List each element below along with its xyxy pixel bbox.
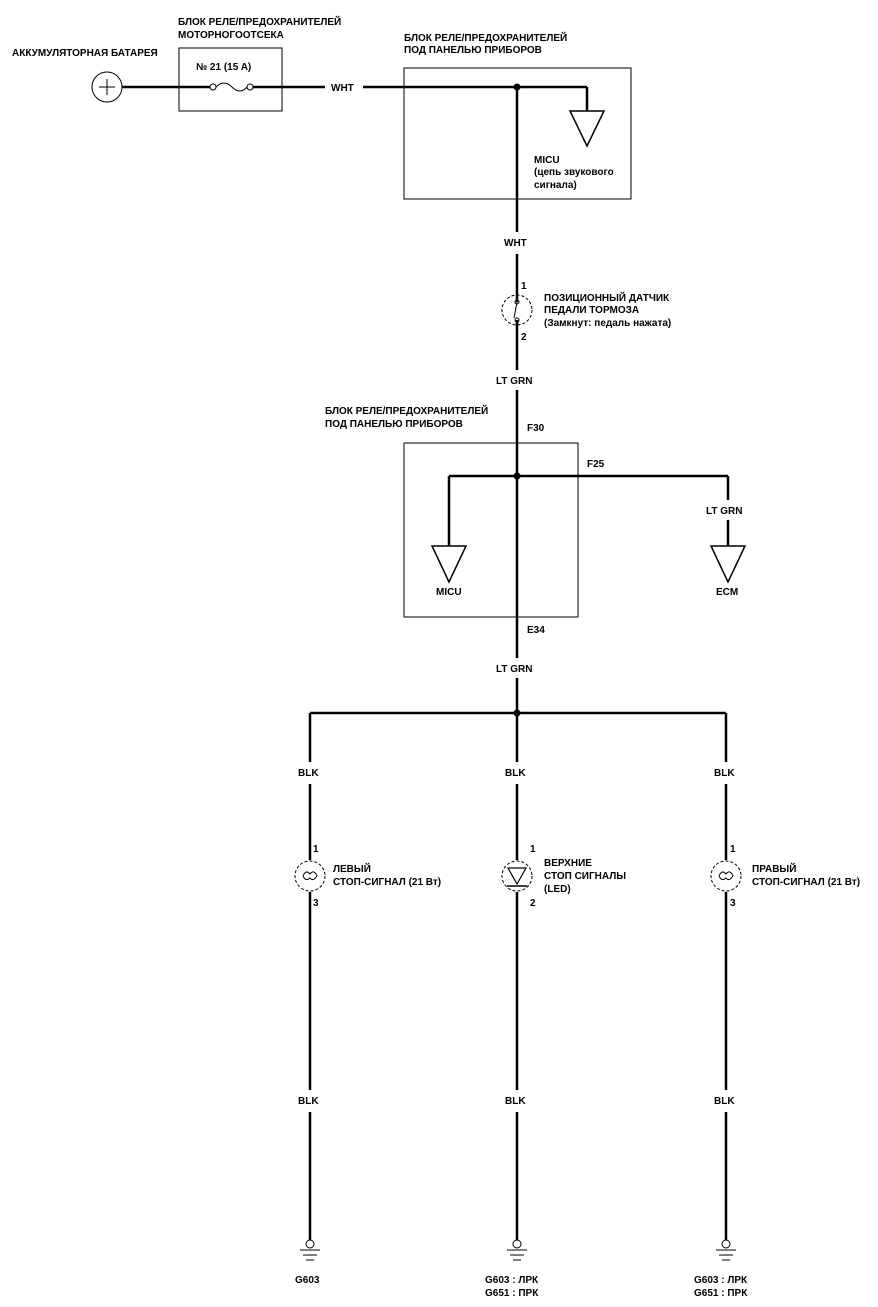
left-lamp-pin-top: 1 (313, 844, 319, 855)
center-lamp-label-line1: ВЕРХНИЕ (544, 858, 592, 869)
center-lamp-label-line3: (LED) (544, 884, 571, 895)
micu-top-desc-line1: (цепь звукового (534, 167, 614, 178)
dash-box-mid-pin-e34: E34 (527, 625, 545, 636)
brake-switch-label-line2: ПЕДАЛИ ТОРМОЗА (544, 305, 639, 316)
dash-box-top-label-line1: БЛОК РЕЛЕ/ПРЕДОХРАНИТЕЛЕЙ (404, 31, 567, 44)
micu-mid-label: MICU (436, 587, 462, 598)
wire-label-blk-right-bottom: BLK (714, 1096, 735, 1107)
battery-symbol (91, 71, 123, 103)
wire-label-ltgrn-1: LT GRN (496, 376, 532, 387)
micu-horn-terminal-triangle (568, 110, 606, 148)
center-lamp-pin-bottom: 2 (530, 898, 536, 909)
left-lamp-label-line1: ЛЕВЫЙ (333, 862, 371, 875)
center-ground-label-line2: G651 : ПРК (485, 1288, 539, 1299)
micu-top-desc-line2: сигнала) (534, 180, 577, 191)
wire-label-ltgrn-2: LT GRN (706, 506, 742, 517)
ecm-terminal-triangle (709, 545, 747, 584)
center-lamp-label-line2: СТОП СИГНАЛЫ (544, 871, 626, 882)
right-lamp-pin-bottom: 3 (730, 898, 736, 909)
right-ground-label-line1: G603 : ЛРК (694, 1275, 748, 1286)
dash-box-mid-label-line1: БЛОК РЕЛЕ/ПРЕДОХРАНИТЕЛЕЙ (325, 404, 488, 417)
engine-relay-box (178, 47, 283, 112)
wire-label-blk-center-top: BLK (505, 768, 526, 779)
fuse-21-label: № 21 (15 A) (196, 62, 251, 73)
wire-label-blk-right-top: BLK (714, 768, 735, 779)
center-lamp-pin-top: 1 (530, 844, 536, 855)
brake-switch-pin1: 1 (521, 281, 527, 292)
dash-relay-box-mid (403, 442, 579, 618)
wire-label-wht-2: WHT (504, 238, 527, 249)
brake-switch-pin2: 2 (521, 332, 527, 343)
dash-box-top-label-line2: ПОД ПАНЕЛЬЮ ПРИБОРОВ (404, 45, 542, 56)
right-lamp-pin-top: 1 (730, 844, 736, 855)
wire-label-blk-left-bottom: BLK (298, 1096, 319, 1107)
engine-relay-box-label-line1: БЛОК РЕЛЕ/ПРЕДОХРАНИТЕЛЕЙ (178, 15, 341, 28)
wire-label-blk-center-bottom: BLK (505, 1096, 526, 1107)
right-ground-label-line2: G651 : ПРК (694, 1288, 748, 1299)
fuse-21-symbol (209, 82, 254, 92)
wire-label-ltgrn-3: LT GRN (496, 664, 532, 675)
micu-mid-terminal-triangle (430, 545, 468, 584)
left-brake-lamp-symbol (294, 860, 326, 892)
right-brake-lamp-symbol (710, 860, 742, 892)
right-ground-symbol (716, 1239, 736, 1261)
wire-label-wht-1: WHT (331, 83, 354, 94)
dash-box-mid-pin-f30: F30 (527, 423, 545, 434)
left-ground-label: G603 (295, 1275, 320, 1286)
brake-switch-label-line1: ПОЗИЦИОННЫЙ ДАТЧИК (544, 291, 670, 304)
right-lamp-label-line1: ПРАВЫЙ (752, 862, 796, 875)
center-led-lamp-symbol (501, 860, 533, 892)
wire-label-blk-left-top: BLK (298, 768, 319, 779)
ecm-label: ECM (716, 587, 738, 598)
dash-box-mid-pin-f25: F25 (587, 459, 605, 470)
left-lamp-label-line2: СТОП-СИГНАЛ (21 Вт) (333, 877, 441, 888)
center-ground-label-line1: G603 : ЛРК (485, 1275, 539, 1286)
engine-relay-box-label-line2: МОТОРНОГООТСЕКА (178, 30, 284, 41)
dash-box-mid-label-line2: ПОД ПАНЕЛЬЮ ПРИБОРОВ (325, 419, 463, 430)
brake-switch-symbol (501, 294, 533, 326)
battery-label: АККУМУЛЯТОРНАЯ БАТАРЕЯ (12, 48, 158, 59)
brake-switch-label-line3: (Замкнут: педаль нажата) (544, 318, 671, 329)
left-lamp-pin-bottom: 3 (313, 898, 319, 909)
center-ground-symbol (507, 1239, 527, 1261)
right-lamp-label-line2: СТОП-СИГНАЛ (21 Вт) (752, 877, 860, 888)
micu-top-label: MICU (534, 155, 560, 166)
left-ground-symbol (300, 1239, 320, 1261)
